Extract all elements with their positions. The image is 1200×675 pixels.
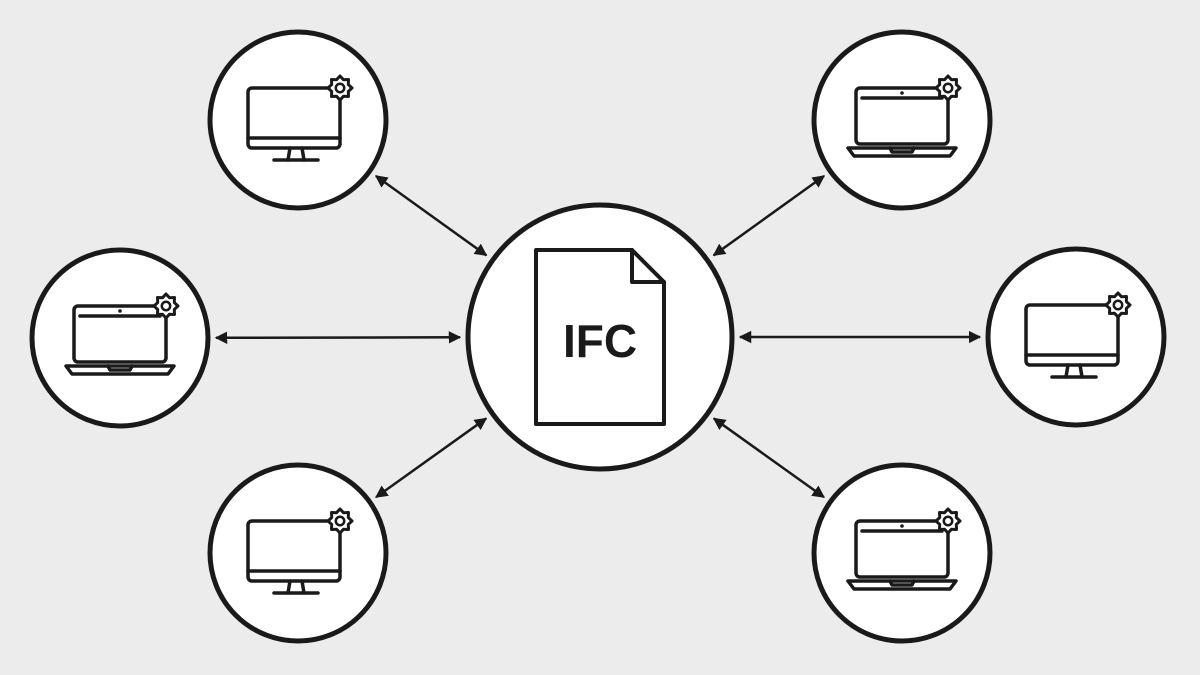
client-node-middle-right xyxy=(985,246,1167,428)
connector-arrow-top-right xyxy=(712,175,826,257)
client-circle xyxy=(29,247,211,429)
document-icon xyxy=(534,248,666,426)
laptop-icon xyxy=(846,507,962,591)
laptop-icon xyxy=(64,292,180,376)
gear-icon xyxy=(326,507,354,535)
client-circle xyxy=(207,462,389,644)
client-node-bottom-left xyxy=(207,462,389,644)
hub-node: IFC xyxy=(465,202,735,472)
gear-icon xyxy=(152,292,180,320)
connector-arrow-top-left xyxy=(374,175,488,257)
client-node-top-left xyxy=(207,29,389,211)
desktop-monitor-icon xyxy=(1024,291,1132,379)
client-circle xyxy=(811,29,993,211)
client-node-bottom-right xyxy=(811,462,993,644)
client-circle xyxy=(811,462,993,644)
connector-arrow-middle-left xyxy=(214,331,462,345)
connector-arrow-bottom-left xyxy=(375,417,488,499)
gear-icon xyxy=(1104,291,1132,319)
hub-label: IFC xyxy=(563,315,637,367)
laptop-icon xyxy=(846,74,962,158)
desktop-monitor-icon xyxy=(246,507,354,595)
client-node-middle-left xyxy=(29,247,211,429)
client-circle xyxy=(207,29,389,211)
gear-icon xyxy=(326,74,354,102)
client-node-top-right xyxy=(811,29,993,211)
connections-layer xyxy=(214,175,982,499)
desktop-monitor-icon xyxy=(246,74,354,162)
client-circle xyxy=(985,246,1167,428)
gear-icon xyxy=(934,507,962,535)
nodes-layer xyxy=(29,29,1167,644)
gear-icon xyxy=(934,74,962,102)
connector-arrow-bottom-right xyxy=(712,417,825,499)
